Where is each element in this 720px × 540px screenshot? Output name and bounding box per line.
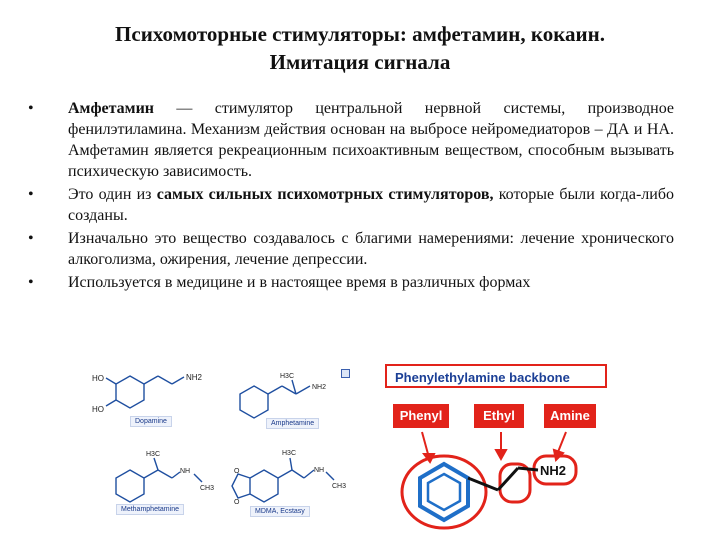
dopamine-label: HO	[92, 405, 104, 414]
bullet-text: — стимулятор центральной нервной системы…	[68, 100, 674, 180]
backbone-svg: NH2	[400, 431, 578, 530]
bullet-text: которые были когда-либо созданы.	[68, 186, 674, 224]
bullet-bold: Амфетамин	[68, 100, 155, 117]
mdma-diagram: O O H3C NH CH3	[231, 450, 346, 506]
amine-group-label: NH2	[540, 463, 566, 478]
mdma-caption: MDMA, Ecstasy	[250, 506, 310, 517]
mdma-label: CH3	[332, 483, 346, 490]
amphetamine-diagram: H3C NH2	[239, 373, 326, 419]
mdma-label: H3C	[282, 450, 296, 457]
mdma-structure: O O H3C NH CH3 MDMA, Ecstasy	[224, 440, 354, 524]
bullet-list: Амфетамин — стимулятор центральной нервн…	[28, 98, 674, 295]
tag-amine: Amine	[544, 404, 596, 428]
bullet-text: Используется в медицине и в настоящее вр…	[68, 274, 531, 291]
amphetamine-caption: Amphetamine	[266, 418, 320, 429]
bullet-text: Изначально это вещество создавалось с бл…	[68, 230, 674, 268]
bullet-bold: самых сильных психомотрных стимуляторов,	[156, 186, 494, 203]
methamphetamine-label: H3C	[146, 451, 160, 458]
bullet-item: Изначально это вещество создавалось с бл…	[28, 228, 674, 270]
title-line-1: Психомоторные стимуляторы: амфетамин, ко…	[115, 22, 605, 46]
bullet-item: Используется в медицине и в настоящее вр…	[28, 272, 674, 293]
mdma-label: O	[234, 468, 240, 475]
slide-title: Психомоторные стимуляторы: амфетамин, ко…	[60, 20, 660, 76]
expand-icon[interactable]	[341, 369, 350, 378]
methamphetamine-caption: Methamphetamine	[116, 504, 184, 515]
amphetamine-label: NH2	[312, 384, 326, 391]
amphetamine-structure: H3C NH2 Amphetamine	[230, 362, 350, 434]
dopamine-diagram: HO HO NH2	[92, 373, 203, 414]
methamphetamine-diagram: H3C NH CH3	[115, 451, 214, 503]
mdma-label: NH	[314, 467, 324, 474]
amphetamine-label: H3C	[280, 373, 294, 380]
title-line-2: Имитация сигнала	[269, 50, 451, 74]
methamphetamine-label: NH	[180, 468, 190, 475]
mdma-label: O	[234, 499, 240, 506]
backbone-title: Phenylethylamine backbone	[385, 364, 607, 388]
bullet-text: Это один из	[68, 186, 157, 203]
dopamine-label: NH2	[186, 373, 203, 382]
dopamine-label: HO	[92, 374, 104, 383]
methamphetamine-structure: H3C NH CH3 Methamphetamine	[110, 446, 230, 518]
backbone-diagram: NH2	[400, 428, 600, 532]
tag-phenyl: Phenyl	[393, 404, 449, 428]
methamphetamine-label: CH3	[200, 485, 214, 492]
bullet-item: Это один из самых сильных психомотрных с…	[28, 184, 674, 226]
tag-ethyl: Ethyl	[474, 404, 524, 428]
dopamine-structure: HO HO NH2 Dopamine	[92, 362, 222, 432]
bullet-item: Амфетамин — стимулятор центральной нервн…	[28, 98, 674, 182]
dopamine-caption: Dopamine	[130, 416, 172, 427]
